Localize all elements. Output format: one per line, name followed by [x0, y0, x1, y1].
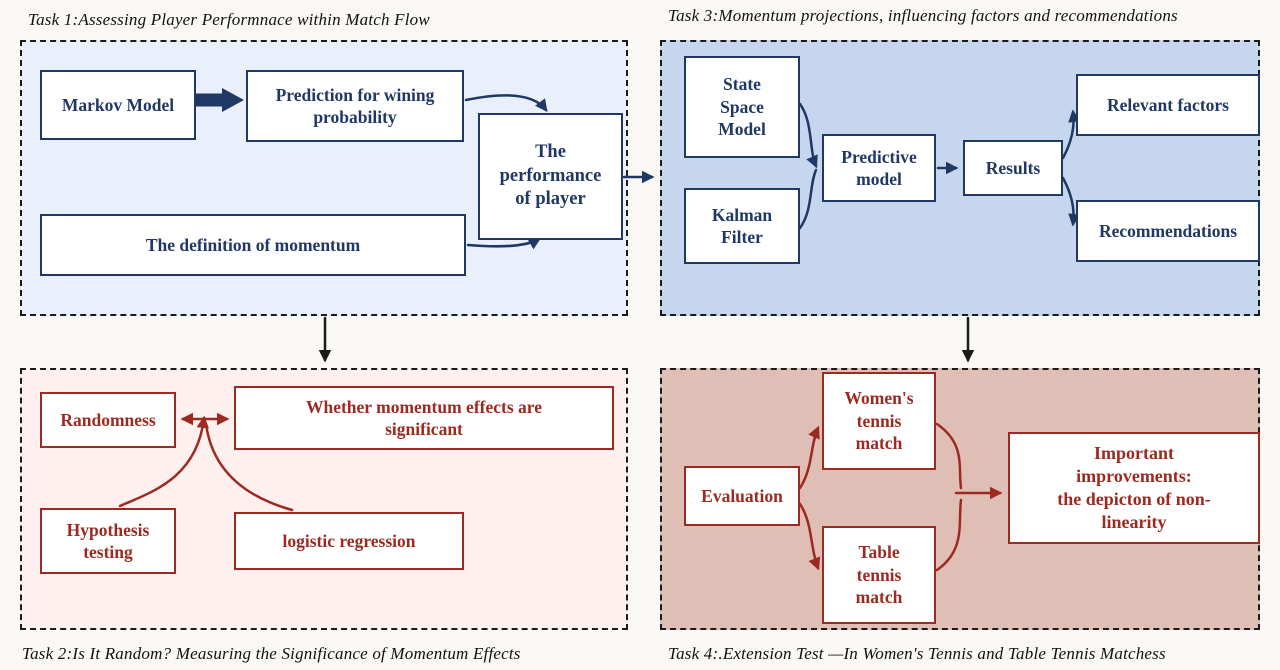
kalman-filter-box: Kalman Filter: [684, 188, 800, 264]
evaluation-box: Evaluation: [684, 466, 800, 526]
definition-of-momentum-box: The definition of momentum: [40, 214, 466, 276]
hypothesis-testing-box: Hypothesis testing: [40, 508, 176, 574]
relevant-factors-box: Relevant factors: [1076, 74, 1260, 136]
performance-of-player-box: The performance of player: [478, 113, 623, 240]
task4-title: Task 4:.Extension Test —In Women's Tenni…: [668, 644, 1166, 663]
results-box: Results: [963, 140, 1063, 196]
logistic-regression-box: logistic regression: [234, 512, 464, 570]
prediction-box: Prediction for wining probability: [246, 70, 464, 142]
randomness-box: Randomness: [40, 392, 176, 448]
task2-title: Task 2:Is It Random? Measuring the Signi…: [22, 644, 521, 663]
task3-title: Task 3:Momentum projections, influencing…: [668, 6, 1178, 25]
recommendations-box: Recommendations: [1076, 200, 1260, 262]
momentum-significant-box: Whether momentum effects are significant: [234, 386, 614, 450]
markov-model-box: Markov Model: [40, 70, 196, 140]
predictive-model-box: Predictive model: [822, 134, 936, 202]
important-improvements-box: Important improvements: the depicton of …: [1008, 432, 1260, 544]
state-space-model-box: State Space Model: [684, 56, 800, 158]
table-tennis-box: Table tennis match: [822, 526, 936, 624]
womens-tennis-box: Women's tennis match: [822, 372, 936, 470]
task1-title: Task 1:Assessing Player Performnace with…: [28, 10, 430, 29]
